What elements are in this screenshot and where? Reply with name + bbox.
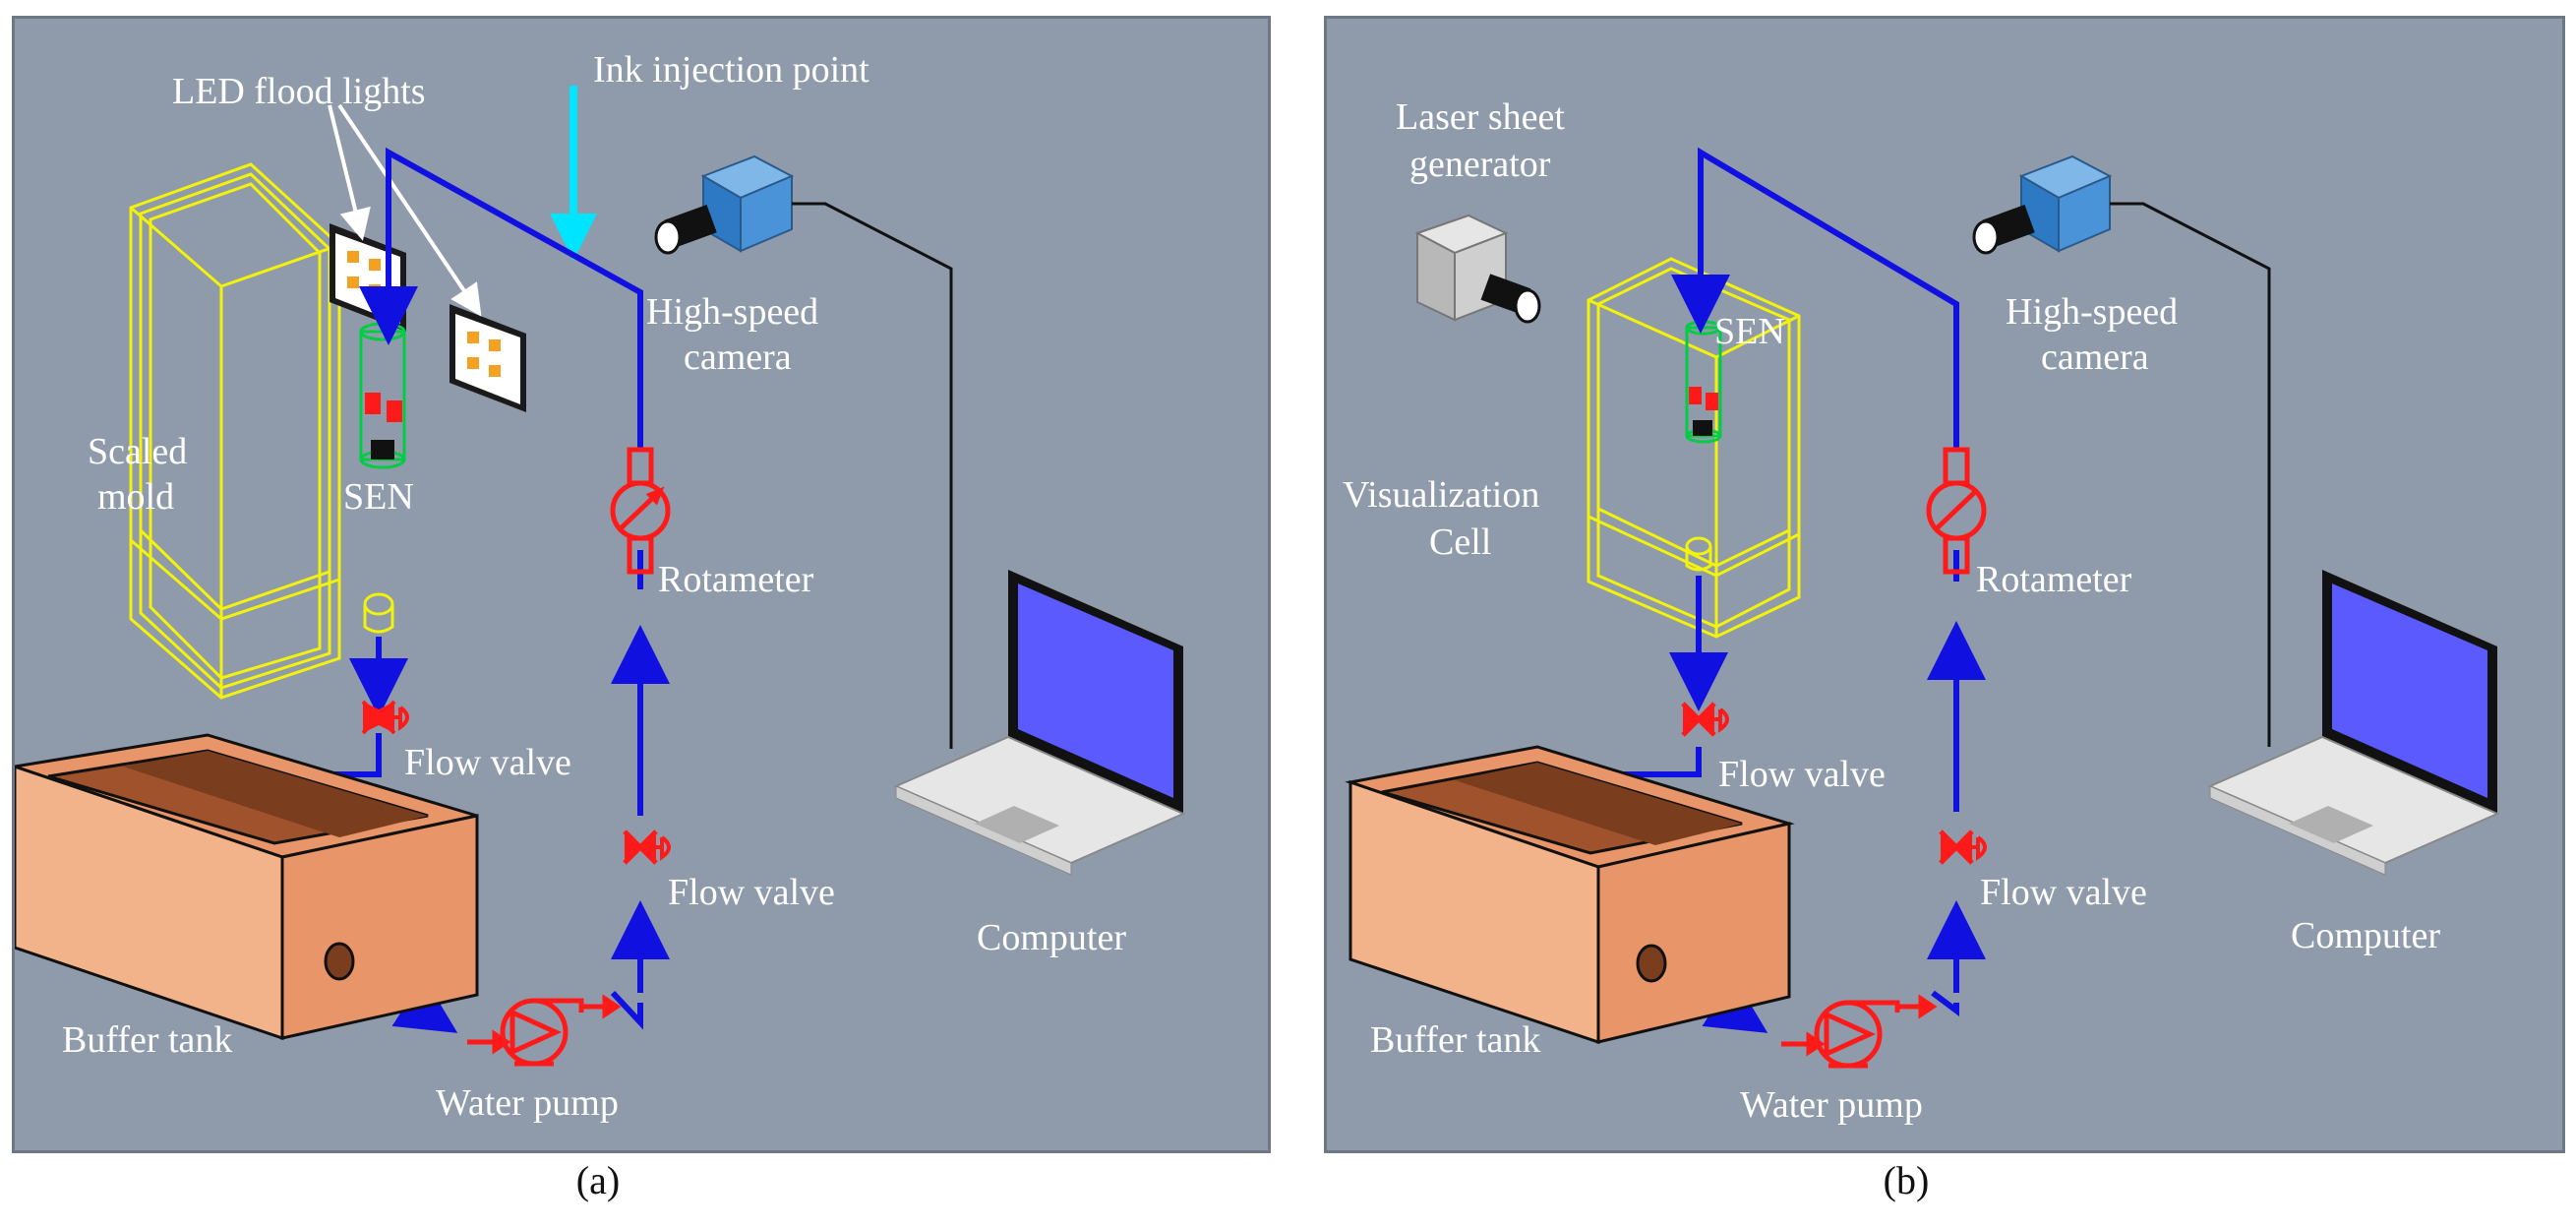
label-camera-line1: High-speed (646, 291, 818, 333)
label-rotameter: Rotameter (1976, 559, 2132, 600)
label-camera-line2: camera (2041, 337, 2149, 378)
panel-b-diagram: Laser sheet generator High-speed camera … (1343, 96, 2500, 1126)
panel-b: Laser sheet generator High-speed camera … (1324, 16, 2565, 1153)
label-buffer-tank: Buffer tank (1370, 1019, 1540, 1061)
cell-drain (1685, 536, 1712, 572)
label-buffer-tank: Buffer tank (62, 1019, 232, 1061)
buffer-tank (1345, 745, 1795, 1045)
label-computer: Computer (977, 917, 1126, 958)
panel-a-diagram: LED flood lights Ink injection point Hig… (15, 49, 1186, 1124)
flow-valve-1 (1681, 702, 1729, 737)
rotameter (610, 447, 671, 575)
label-flow-valve-1: Flow valve (404, 742, 571, 783)
label-rotameter: Rotameter (658, 559, 814, 600)
led-panel-1 (329, 223, 406, 332)
water-pump (1781, 994, 1938, 1069)
laser-sheet-generator (1414, 214, 1541, 324)
label-ink-injection-point: Ink injection point (593, 49, 869, 91)
flow-valve-2 (1939, 829, 1987, 865)
sen-nozzle (359, 322, 406, 469)
label-mold-line2: mold (97, 476, 174, 518)
laptop-computer (2207, 570, 2500, 876)
rotameter (1926, 447, 1987, 575)
led-pointer-arrows (328, 103, 482, 317)
caption-a: (a) (575, 1158, 621, 1202)
mold-drain (363, 592, 394, 634)
label-water-pump: Water pump (436, 1082, 619, 1124)
scaled-mold (129, 162, 341, 700)
panel-a: LED flood lights Ink injection point Hig… (12, 16, 1271, 1153)
label-flow-valve-2: Flow valve (668, 872, 835, 913)
water-pump (467, 994, 622, 1067)
label-laser-line1: Laser sheet (1396, 96, 1565, 138)
label-flow-valve-2: Flow valve (1980, 872, 2147, 913)
buffer-tank (15, 733, 479, 1041)
label-flow-valve-1: Flow valve (1718, 754, 1886, 795)
laptop-computer (893, 570, 1186, 876)
label-mold-line1: Scaled (88, 431, 187, 472)
label-laser-line2: generator (1409, 144, 1551, 185)
label-cell-line2: Cell (1429, 522, 1491, 563)
high-speed-camera (1972, 154, 2113, 255)
label-cell-line1: Visualization (1343, 474, 1539, 516)
label-sen: SEN (343, 476, 414, 518)
pipe-network (237, 147, 670, 1033)
flow-valve-2 (623, 829, 671, 865)
high-speed-camera (654, 154, 795, 255)
camera-cable (792, 202, 953, 749)
label-computer: Computer (2291, 915, 2440, 956)
led-panel-2 (449, 304, 526, 412)
label-camera-line2: camera (684, 337, 792, 378)
label-sen: SEN (1714, 311, 1785, 352)
caption-b: (b) (1883, 1158, 1930, 1202)
visualization-cell (1587, 257, 1801, 639)
label-led-flood-lights: LED flood lights (172, 71, 426, 112)
label-camera-line1: High-speed (2006, 291, 2178, 333)
camera-cable (2110, 202, 2271, 747)
flow-valve-1 (361, 700, 409, 735)
label-water-pump: Water pump (1740, 1084, 1923, 1126)
